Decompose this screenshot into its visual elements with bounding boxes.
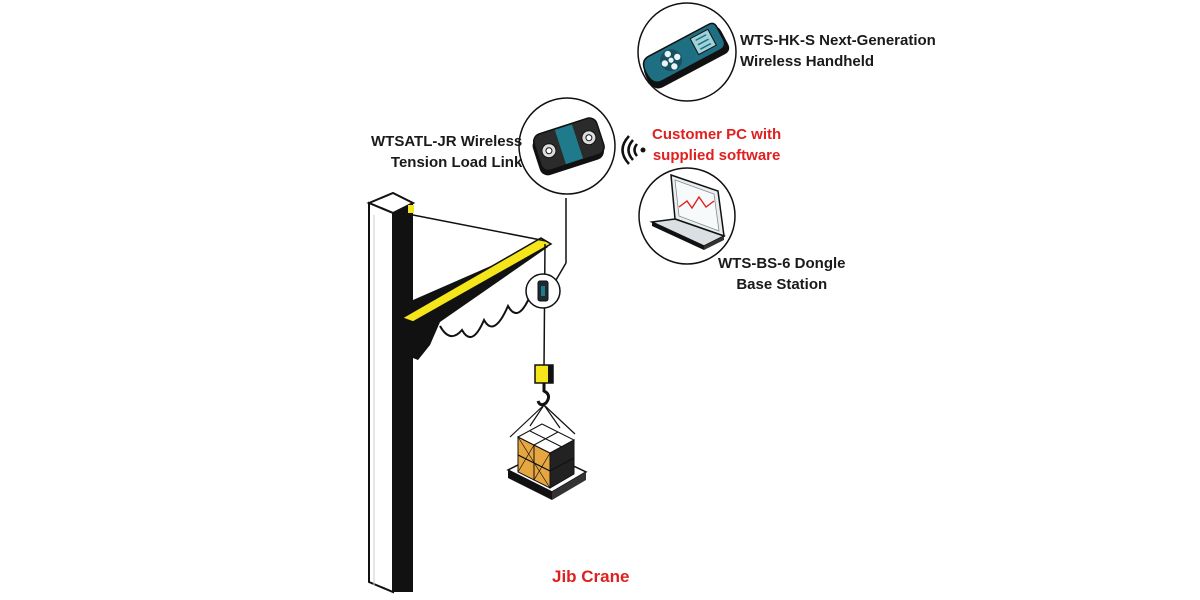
laptop-icon [638, 167, 736, 265]
load-link-icon [518, 97, 616, 195]
handheld-label-line-1: WTS-HK-S Next-Generation [740, 32, 936, 49]
base-station-label: WTS-BS-6 Dongle Base Station [718, 253, 846, 295]
load-link-label-line-1: WTSATL-JR Wireless [371, 133, 523, 150]
jib-arm [400, 214, 553, 360]
load-link-label: WTSATL-JR Wireless Tension Load Link [371, 131, 522, 173]
handheld-label-line-2: Wireless Handheld [740, 53, 875, 70]
customer-pc-label-line-2: supplied software [652, 147, 781, 164]
handheld-icon [637, 2, 737, 102]
customer-pc-label: Customer PC with supplied software [652, 124, 781, 166]
crane-mast [366, 191, 416, 594]
load-link-label-line-2: Tension Load Link [390, 154, 523, 171]
pallet-load-icon [506, 404, 588, 500]
load-link-inline-callout [525, 198, 567, 309]
wireless-signal-icon [621, 135, 646, 165]
base-station-label-line-2: Base Station [736, 276, 828, 293]
crane-hook-icon [534, 364, 554, 407]
base-station-label-line-1: WTS-BS-6 Dongle [718, 255, 846, 272]
handheld-label: WTS-HK-S Next-Generation Wireless Handhe… [740, 30, 936, 72]
customer-pc-label-line-1: Customer PC with [652, 126, 782, 143]
jib-crane-label: Jib Crane [552, 567, 630, 586]
